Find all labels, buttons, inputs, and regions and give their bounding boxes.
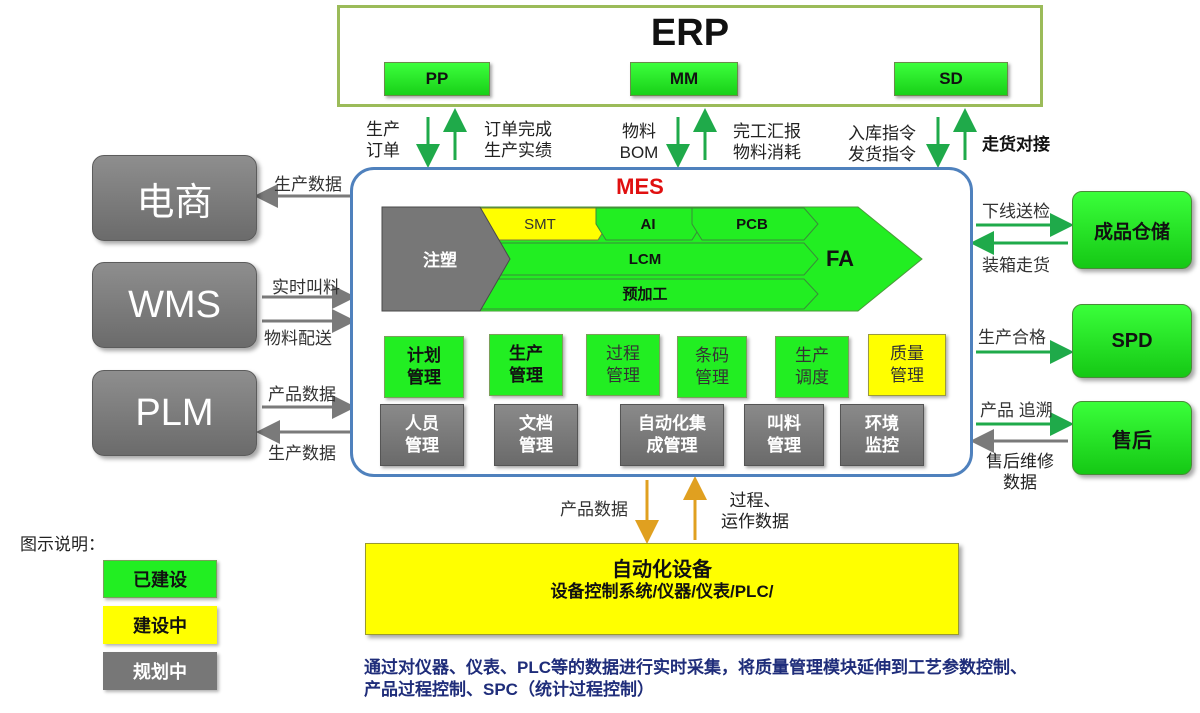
module-barcode[interactable]: 条码管理	[677, 336, 747, 398]
module-quality[interactable]: 质量管理	[868, 334, 946, 396]
flow-label-wms-deliver: 物料配送	[264, 329, 332, 348]
flow-label-mm-up: 完工汇报物料消耗	[733, 122, 801, 162]
process-flow	[381, 206, 923, 312]
automation-box[interactable]	[365, 543, 959, 635]
module-automation-integration[interactable]: 自动化集成管理	[620, 404, 724, 466]
flow-label-traceability: 产品 追溯	[980, 401, 1053, 420]
flow-label-fg-packing: 装箱走货	[982, 256, 1050, 275]
process-injection[interactable]: 注塑	[423, 250, 457, 270]
module-plan[interactable]: 计划管理	[384, 336, 464, 398]
process-pcb[interactable]: PCB	[736, 215, 768, 233]
system-wms[interactable]: WMS	[92, 262, 257, 348]
system-plm[interactable]: PLM	[92, 370, 257, 456]
system-spd[interactable]: SPD	[1072, 304, 1192, 378]
erp-title: ERP	[650, 11, 730, 54]
process-injection-shape	[381, 206, 511, 312]
flow-label-from-automation: 过程、运作数据	[721, 491, 789, 531]
process-fa[interactable]: FA	[825, 246, 855, 271]
legend-planned: 规划中	[103, 652, 217, 690]
flow-label-sd-down: 入库指令发货指令	[848, 124, 916, 164]
flow-label-spd: 生产合格	[978, 328, 1046, 347]
module-environment[interactable]: 环境监控	[840, 404, 924, 466]
system-ecommerce[interactable]: 电商	[92, 155, 257, 241]
legend-building: 建设中	[103, 606, 217, 644]
process-ai[interactable]: AI	[640, 215, 656, 233]
process-smt[interactable]: SMT	[524, 215, 556, 233]
flow-label-pp-up: 订单完成生产实绩	[484, 120, 552, 160]
flow-label-wms-call: 实时叫料	[272, 278, 340, 297]
module-material-call[interactable]: 叫料管理	[744, 404, 824, 466]
flow-label-plm-product: 产品数据	[268, 385, 336, 404]
erp-module-pp[interactable]: PP	[384, 62, 490, 96]
module-production[interactable]: 生产管理	[489, 334, 563, 396]
automation-subtitle: 设备控制系统/仪器/仪表/PLC/	[550, 581, 774, 601]
system-finished-goods[interactable]: 成品仓储	[1072, 191, 1192, 269]
flow-label-fg-inspection: 下线送检	[982, 202, 1050, 221]
legend-title: 图示说明：	[20, 535, 105, 554]
process-pcb-shape	[691, 207, 819, 241]
automation-title: 自动化设备	[612, 558, 712, 581]
flow-label-plm-production: 生产数据	[268, 444, 336, 463]
process-preprocess[interactable]: 预加工	[622, 285, 668, 303]
module-process[interactable]: 过程管理	[586, 334, 660, 396]
erp-module-sd[interactable]: SD	[894, 62, 1008, 96]
erp-module-mm[interactable]: MM	[630, 62, 738, 96]
flow-label-to-automation: 产品数据	[560, 500, 628, 519]
mes-title: MES	[616, 174, 664, 199]
module-scheduling[interactable]: 生产调度	[775, 336, 849, 398]
legend-built: 已建设	[103, 560, 217, 598]
system-aftersale[interactable]: 售后	[1072, 401, 1192, 475]
flow-label-pp-down: 生产订单	[366, 120, 400, 160]
flow-label-sd-note: 走货对接	[982, 135, 1050, 154]
module-personnel[interactable]: 人员管理	[380, 404, 464, 466]
flow-label-ecommerce: 生产数据	[274, 175, 342, 194]
process-lcm[interactable]: LCM	[628, 250, 662, 268]
flow-label-aftersale-data: 售后维修数据	[986, 452, 1054, 492]
note-text: 通过对仪器、仪表、PLC等的数据进行实时采集，将质量管理模块延伸到工艺参数控制、…	[364, 658, 1027, 699]
module-document[interactable]: 文档管理	[494, 404, 578, 466]
